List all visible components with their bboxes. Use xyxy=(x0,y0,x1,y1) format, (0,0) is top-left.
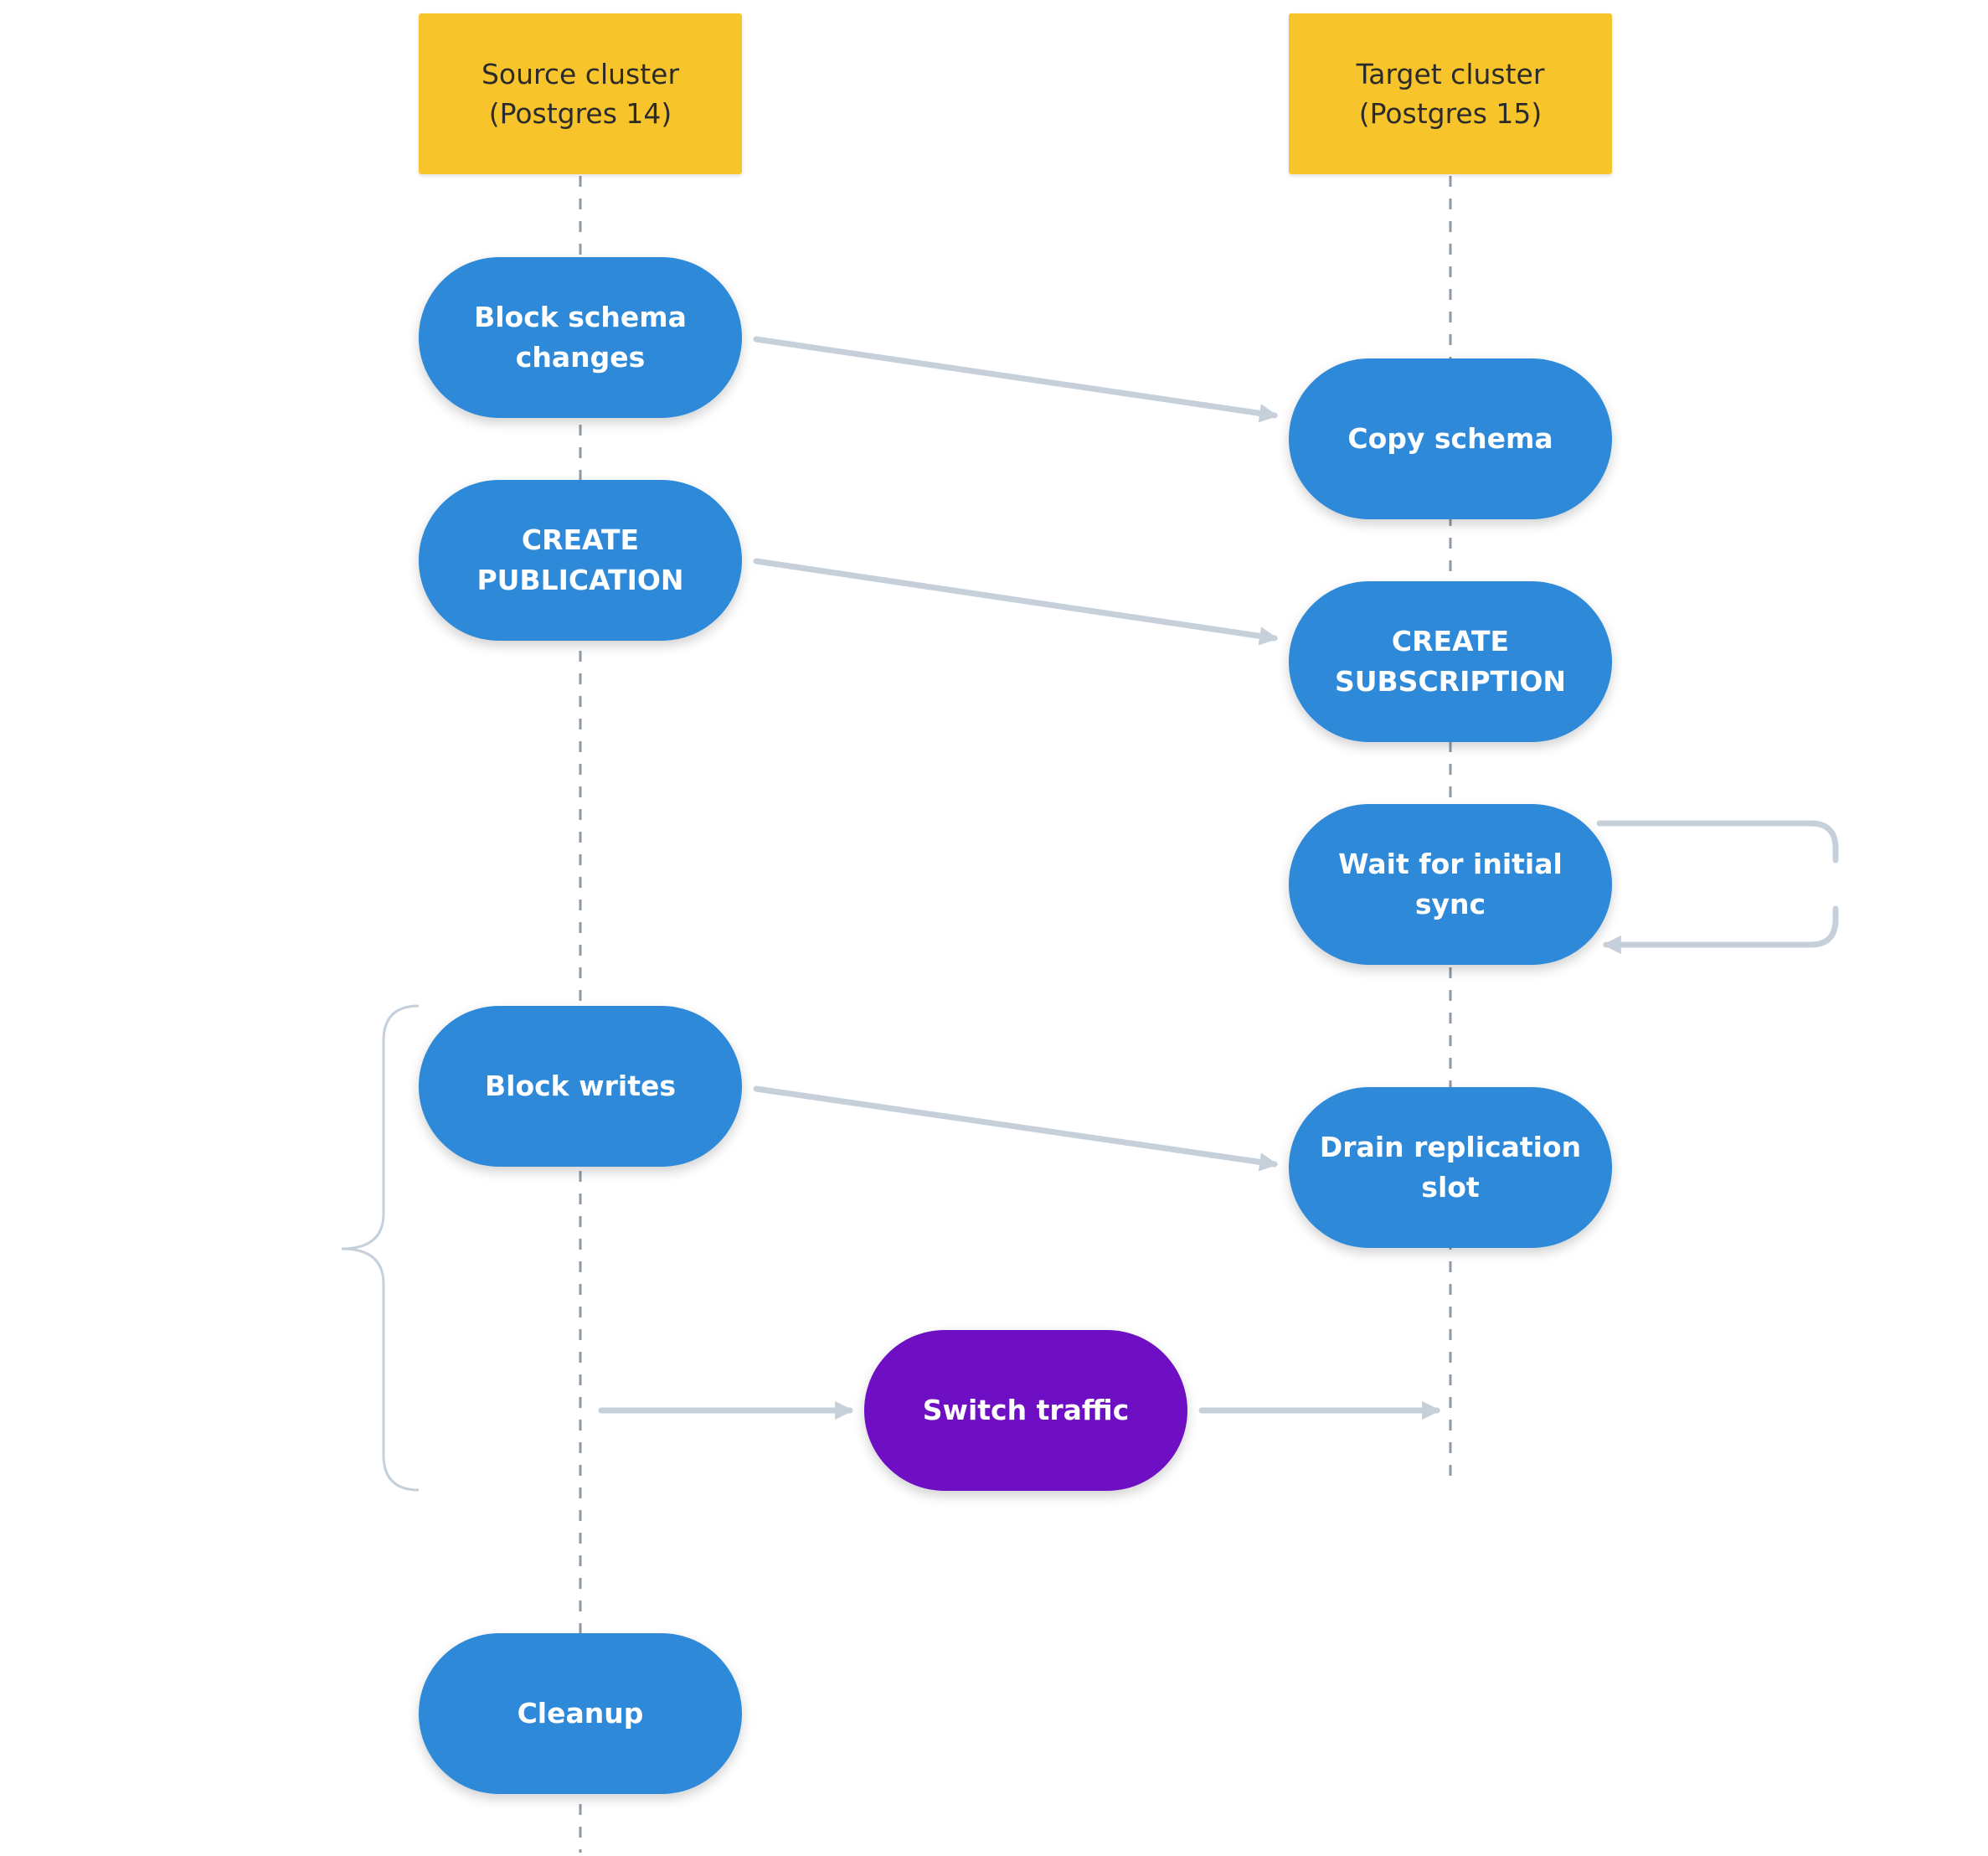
block-schema-changes-label: Block schema changes xyxy=(474,301,687,374)
copy-schema-label: Copy schema xyxy=(1347,422,1553,455)
drain-replication-slot-label: Drain replication slot xyxy=(1319,1131,1582,1204)
switch-traffic-label: Switch traffic xyxy=(922,1394,1130,1426)
create-publication-label: CREATE PUBLICATION xyxy=(476,523,684,596)
cleanup-label: Cleanup xyxy=(517,1697,644,1730)
source-cluster-label: Source cluster (Postgres 14) xyxy=(481,58,680,130)
self-loop-wait-sync xyxy=(1596,820,1839,864)
switch-traffic-step[interactable]: Switch traffic xyxy=(864,1330,1187,1491)
create-subscription-label: CREATE SUBSCRIPTION xyxy=(1334,625,1567,698)
target-cluster-header: Target cluster (Postgres 15) xyxy=(1289,13,1612,174)
source-cluster-header: Source cluster (Postgres 14) xyxy=(419,13,742,174)
wait-initial-sync-step[interactable]: Wait for initial sync xyxy=(1289,804,1612,965)
create-subscription-step[interactable]: CREATE SUBSCRIPTION xyxy=(1289,581,1612,742)
wait-initial-sync-label: Wait for initial sync xyxy=(1338,848,1563,920)
cleanup-step[interactable]: Cleanup xyxy=(419,1633,742,1794)
target-cluster-label: Target cluster (Postgres 15) xyxy=(1356,58,1545,130)
arrow-block-writes-to-drain-slot xyxy=(753,1085,1279,1172)
arrow-publication-to-subscription xyxy=(753,558,1279,646)
block-schema-changes-step[interactable]: Block schema changes xyxy=(419,257,742,418)
self-loop-wait-sync-return xyxy=(1602,905,1839,955)
cutover-bracket xyxy=(341,1004,420,1492)
create-publication-step[interactable]: CREATE PUBLICATION xyxy=(419,480,742,641)
block-writes-label: Block writes xyxy=(484,1070,676,1102)
arrow-block-schema-to-copy-schema xyxy=(753,336,1279,423)
block-writes-step[interactable]: Block writes xyxy=(419,1006,742,1167)
drain-replication-slot-step[interactable]: Drain replication slot xyxy=(1289,1087,1612,1248)
copy-schema-step[interactable]: Copy schema xyxy=(1289,358,1612,519)
